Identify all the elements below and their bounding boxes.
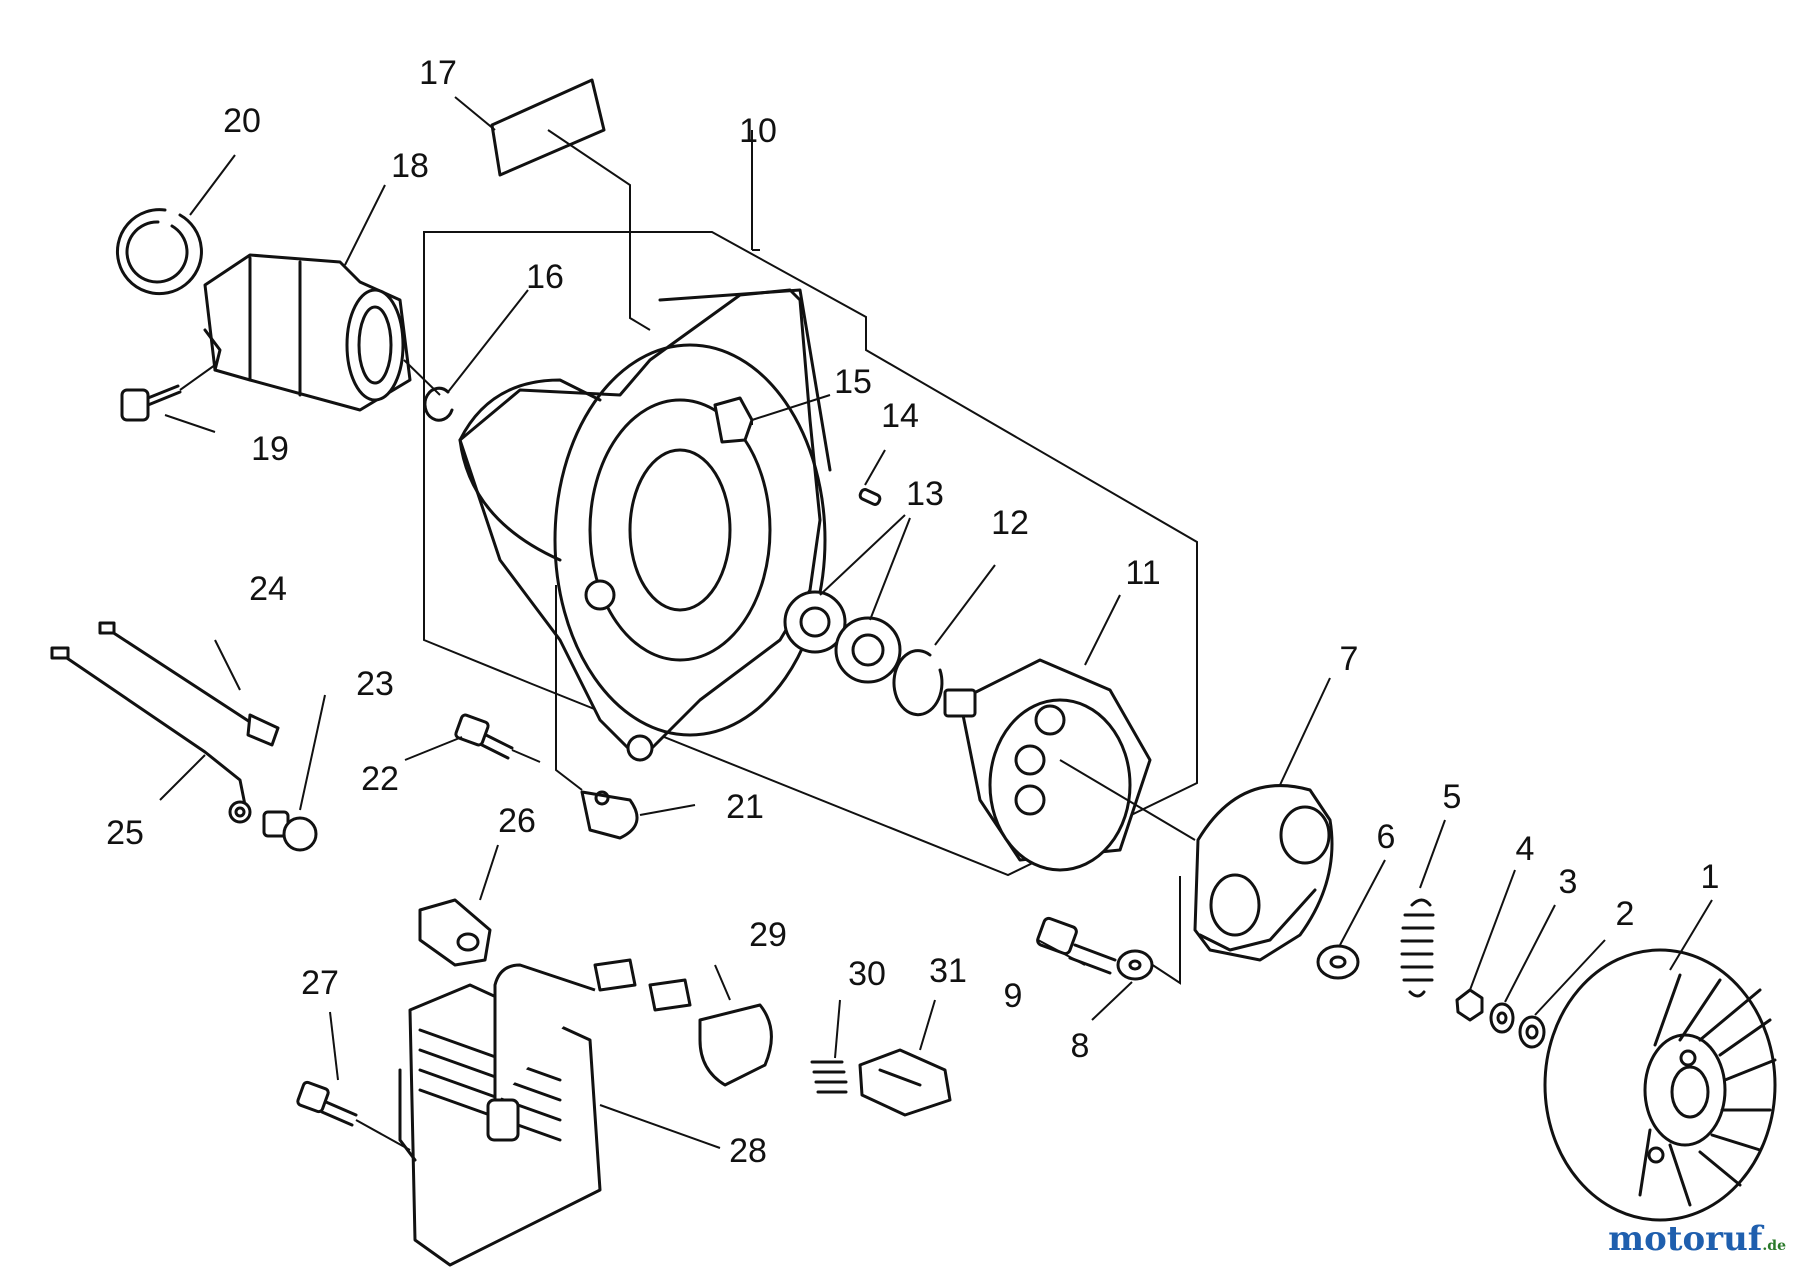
callout-18: 18 xyxy=(391,147,429,185)
callout-26: 26 xyxy=(498,802,536,840)
callout-22: 22 xyxy=(361,760,399,798)
part-22-screw xyxy=(454,713,514,760)
callout-11: 11 xyxy=(1125,554,1160,592)
part-29-spark-plug-cap xyxy=(593,958,773,1087)
callout-12: 12 xyxy=(991,504,1029,542)
callout-1: 1 xyxy=(1701,858,1720,896)
part-6-washer xyxy=(1316,944,1360,980)
leader-lines xyxy=(159,96,1713,1149)
callout-8: 8 xyxy=(1071,1027,1090,1065)
callout-3: 3 xyxy=(1559,863,1578,901)
callout-2: 2 xyxy=(1616,895,1635,933)
callout-10: 10 xyxy=(739,112,777,150)
part-23-screw xyxy=(262,810,318,852)
part-27-screw xyxy=(296,1080,358,1127)
callout-16: 16 xyxy=(526,258,564,296)
watermark-tld: .de xyxy=(1762,1238,1786,1254)
part-26-grommet xyxy=(418,898,492,967)
part-16-clip xyxy=(423,386,454,422)
part-7-clutch-shoe xyxy=(1193,784,1334,962)
part-3-washer xyxy=(1489,1002,1515,1034)
assembly-outline-10 xyxy=(423,231,1198,877)
part-30-spring xyxy=(810,1060,848,1094)
callout-17: 17 xyxy=(419,54,457,92)
part-21-wire-clip xyxy=(580,790,639,840)
callout-20: 20 xyxy=(223,102,261,140)
callout-29: 29 xyxy=(749,916,787,954)
callout-27: 27 xyxy=(301,964,339,1002)
part-10-main-housing xyxy=(458,288,832,762)
callout-19: 19 xyxy=(251,430,289,468)
callout-labels: 1 2 3 4 5 6 7 8 9 10 11 12 13 14 15 16 1… xyxy=(106,54,1719,1170)
part-1-flywheel xyxy=(1543,948,1777,1222)
callout-24: 24 xyxy=(249,570,287,608)
part-28-ignition-coil xyxy=(398,963,602,1267)
callout-23: 23 xyxy=(356,665,394,703)
part-19-bolt xyxy=(120,384,182,422)
part-18-shaft-housing xyxy=(203,253,412,412)
part-13-bearing-1 xyxy=(783,590,847,654)
part-8-washer xyxy=(1116,949,1154,981)
part-17-label-plate xyxy=(490,78,606,177)
watermark-logo: motoruf.de xyxy=(1608,1219,1786,1259)
part-14-dowel-pin xyxy=(858,488,882,506)
callout-14: 14 xyxy=(881,397,919,435)
part-15-grommet xyxy=(713,396,754,444)
callout-7: 7 xyxy=(1340,640,1359,678)
part-13-bearing-2 xyxy=(834,616,902,684)
part-20-circlip xyxy=(115,208,203,296)
part-4-nut xyxy=(1455,988,1484,1022)
callout-28: 28 xyxy=(729,1132,767,1170)
part-2-washer xyxy=(1518,1015,1546,1049)
callout-30: 30 xyxy=(848,955,886,993)
callout-31: 31 xyxy=(929,952,967,990)
part-25-wire xyxy=(50,646,252,824)
callout-21: 21 xyxy=(726,788,764,826)
callout-5: 5 xyxy=(1443,778,1462,816)
callout-15: 15 xyxy=(834,363,872,401)
callout-25: 25 xyxy=(106,814,144,852)
callout-4: 4 xyxy=(1516,830,1535,868)
part-31-terminal xyxy=(858,1048,952,1117)
callout-6: 6 xyxy=(1377,818,1396,856)
part-24-wire xyxy=(98,621,280,747)
watermark-main: motoruf xyxy=(1608,1219,1763,1259)
part-12-circlip xyxy=(892,649,944,717)
part-5-spring xyxy=(1400,898,1435,998)
callout-13: 13 xyxy=(906,475,944,513)
part-11-clutch-drum xyxy=(943,658,1152,872)
callout-9: 9 xyxy=(1004,977,1023,1015)
